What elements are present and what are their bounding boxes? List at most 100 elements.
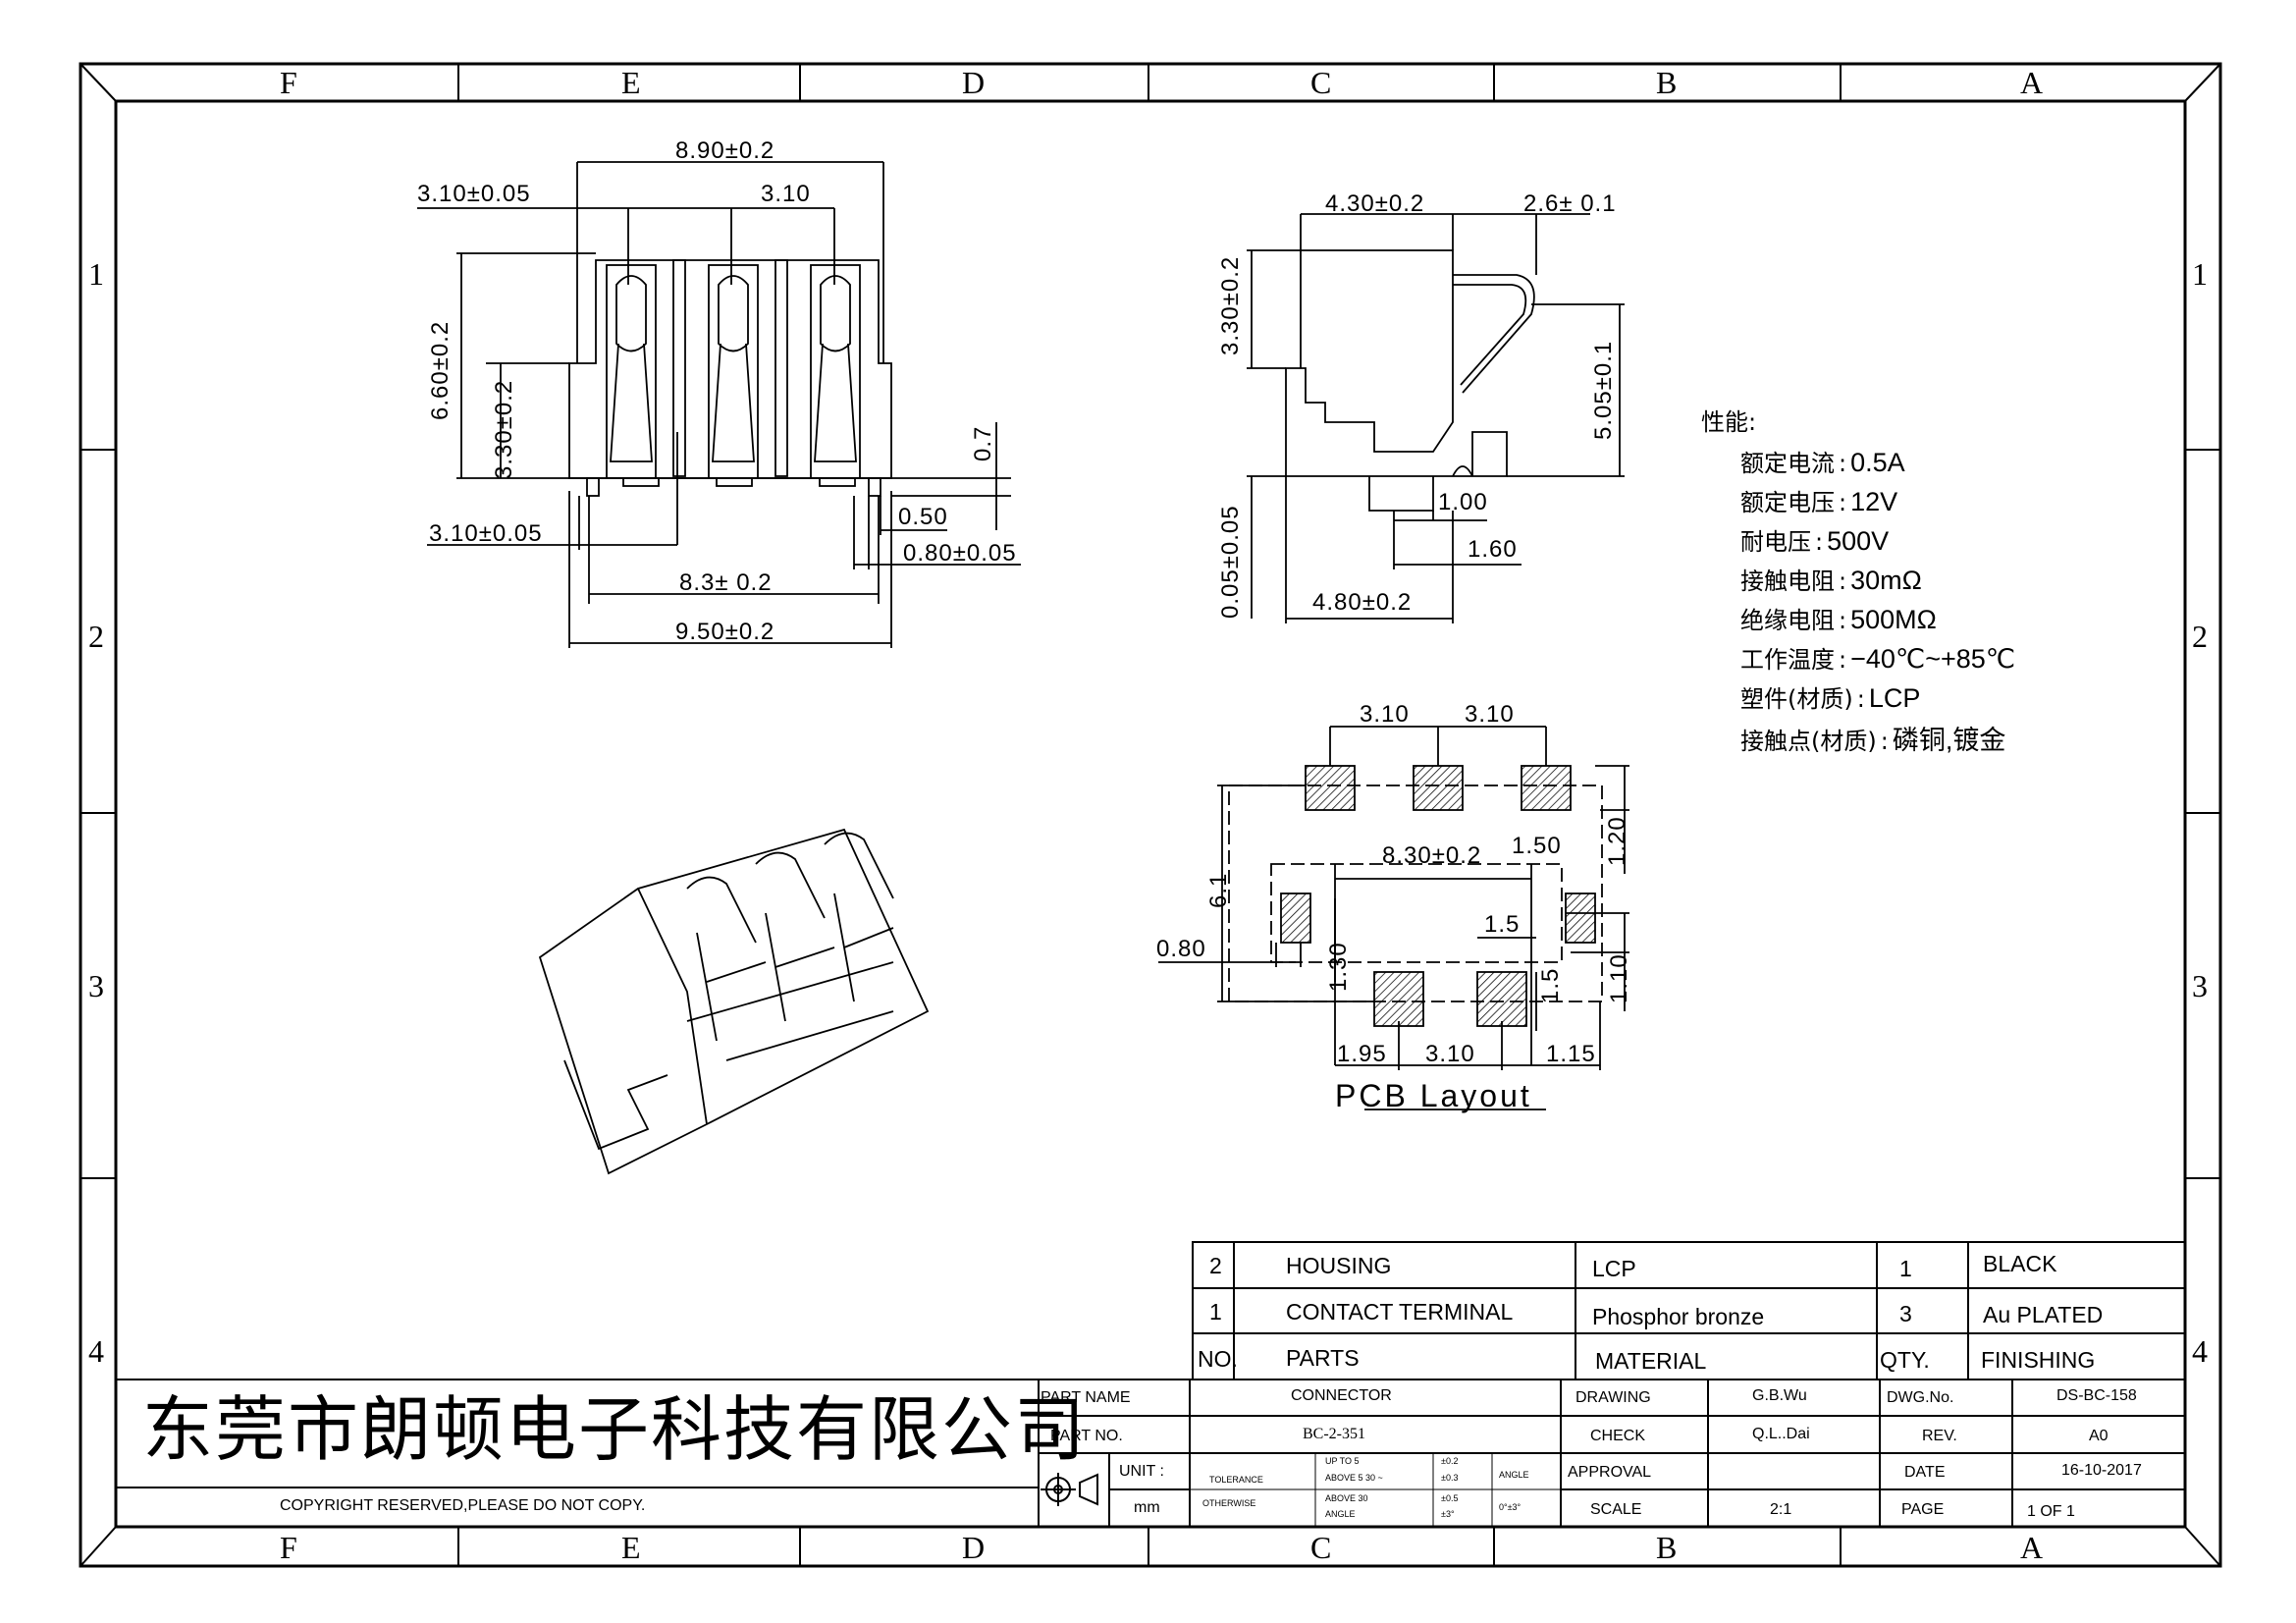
pcb-dim-pad-3: 1.5 bbox=[1484, 911, 1521, 938]
pcb-dim-width: 6.1 bbox=[1205, 872, 1232, 908]
spec-row: 工作温度:−40℃~+85℃ bbox=[1740, 640, 2015, 679]
tol-value-2: ±0.3 bbox=[1441, 1473, 1459, 1483]
inner-border bbox=[114, 99, 2187, 1529]
approval-label: APPROVAL bbox=[1568, 1464, 1652, 1481]
spec-separator: : bbox=[1856, 685, 1865, 713]
bom-row-1-finishing: Au PLATED bbox=[1983, 1302, 2104, 1327]
dim-foot-2: 1.60 bbox=[1468, 536, 1518, 563]
angle-label: ANGLE bbox=[1499, 1470, 1529, 1480]
date-label: DATE bbox=[1904, 1464, 1946, 1481]
zone-letter-top: B bbox=[1656, 65, 1678, 100]
unit-value: mm bbox=[1134, 1499, 1160, 1516]
spec-label: 额定电流 bbox=[1740, 450, 1835, 477]
spec-row: 额定电流:0.5A bbox=[1740, 444, 2015, 483]
pcb-dim-pitch-a: 3.10 bbox=[1360, 701, 1410, 728]
part-name-value: CONNECTOR bbox=[1291, 1387, 1392, 1404]
spec-row: 额定电压:12V bbox=[1740, 483, 2015, 522]
pcb-dim-offset-x: 0.80 bbox=[1156, 936, 1206, 962]
bom-header-finishing: FINISHING bbox=[1981, 1347, 2096, 1373]
bom-row-2-no: 2 bbox=[1209, 1253, 1222, 1278]
page-label: PAGE bbox=[1901, 1501, 1945, 1518]
spec-value: 0.5A bbox=[1850, 448, 1905, 477]
pcb-dim-pitch-b: 3.10 bbox=[1465, 701, 1515, 728]
spec-row: 接触点(材质):磷铜,镀金 bbox=[1740, 719, 2015, 758]
tol-value-4: ±3° bbox=[1441, 1509, 1455, 1519]
dim-foot-1: 1.00 bbox=[1438, 489, 1488, 515]
spec-row: 塑件(材质):LCP bbox=[1740, 679, 2015, 719]
spec-separator: : bbox=[1839, 646, 1847, 674]
dim-lower-height: 3.30±0.2 bbox=[491, 379, 517, 479]
bom-row-2-finishing: BLACK bbox=[1983, 1251, 2057, 1276]
spec-label: 额定电压 bbox=[1740, 489, 1835, 516]
spec-separator: : bbox=[1815, 528, 1824, 556]
zone-number-left: 2 bbox=[88, 619, 104, 654]
page-value: 1 OF 1 bbox=[2027, 1503, 2075, 1520]
bom-row-2-material: LCP bbox=[1592, 1256, 1636, 1281]
spec-row: 绝缘电阻:500MΩ bbox=[1740, 601, 2015, 640]
spec-value: 500MΩ bbox=[1850, 605, 1937, 634]
dwg-no-value: DS-BC-158 bbox=[2056, 1387, 2137, 1404]
zone-letter-bottom: D bbox=[962, 1530, 986, 1565]
date-value: 16-10-2017 bbox=[2061, 1462, 2142, 1479]
pcb-dim-pad-6: 1.10 bbox=[1606, 953, 1632, 1003]
drawing-by: G.B.Wu bbox=[1752, 1387, 1807, 1404]
zone-letter-bottom: A bbox=[2020, 1530, 2044, 1565]
spec-value: 30mΩ bbox=[1850, 566, 1922, 595]
bom-row-1-no: 1 bbox=[1209, 1299, 1222, 1325]
bom-row-1-qty: 3 bbox=[1899, 1301, 1912, 1326]
dim-height: 6.60±0.2 bbox=[427, 320, 454, 420]
tol-value-1: ±0.2 bbox=[1441, 1456, 1459, 1466]
pcb-dim-edge-right: 1.15 bbox=[1546, 1041, 1596, 1067]
dwg-no-label: DWG.No. bbox=[1887, 1389, 1954, 1406]
otherwise-label: OTHERWISE bbox=[1202, 1498, 1256, 1508]
dim-foot-gap: 0.50 bbox=[898, 504, 948, 530]
zone-letter-bottom: E bbox=[621, 1530, 641, 1565]
zone-number-right: 4 bbox=[2192, 1333, 2208, 1369]
iso-view bbox=[538, 828, 930, 1175]
spec-value: −40℃~+85℃ bbox=[1850, 644, 2016, 674]
spec-label: 接触点(材质) bbox=[1740, 728, 1877, 755]
zone-letter-top: A bbox=[2020, 65, 2044, 100]
zone-number-left: 3 bbox=[88, 968, 104, 1003]
bom-row-1-part: CONTACT TERMINAL bbox=[1286, 1299, 1514, 1325]
pcb-dim-pitch-c: 3.10 bbox=[1425, 1041, 1475, 1067]
pcb-layout-title: PCB Layout bbox=[1335, 1078, 1532, 1113]
title-block-grid bbox=[115, 1379, 2186, 1528]
dim-foot-span: 8.3± 0.2 bbox=[679, 569, 773, 596]
zone-number-left: 4 bbox=[88, 1333, 104, 1369]
rev-label: REV. bbox=[1922, 1428, 1957, 1444]
spec-separator: : bbox=[1839, 450, 1847, 477]
spec-label: 塑件(材质) bbox=[1740, 685, 1853, 713]
outer-border bbox=[79, 62, 2222, 1568]
spec-separator: : bbox=[1839, 489, 1847, 516]
bom-row-1-material: Phosphor bronze bbox=[1592, 1304, 1765, 1329]
zone-letter-bottom: B bbox=[1656, 1530, 1678, 1565]
part-no-value: BC-2-351 bbox=[1303, 1426, 1365, 1442]
zone-letter-top: E bbox=[621, 65, 641, 100]
spec-separator: : bbox=[1880, 728, 1889, 755]
spec-label: 接触电阻 bbox=[1740, 568, 1835, 595]
zone-number-left: 1 bbox=[88, 256, 104, 292]
angle-value: 0°±3° bbox=[1499, 1502, 1522, 1512]
zone-letter-top: C bbox=[1310, 65, 1332, 100]
dim-contact-offset: 2.6± 0.1 bbox=[1523, 190, 1617, 217]
zone-number-right: 2 bbox=[2192, 619, 2208, 654]
tol-range-2: ABOVE 5 30 ~ bbox=[1325, 1473, 1383, 1483]
scale-label: SCALE bbox=[1590, 1501, 1642, 1518]
bom-row-2-qty: 1 bbox=[1899, 1256, 1912, 1281]
tol-range-1: UP TO 5 bbox=[1325, 1456, 1360, 1466]
side-view bbox=[1247, 213, 1625, 623]
company-name: 东莞市朗顿电子科技有限公司 bbox=[142, 1388, 1088, 1471]
tol-range-3: ABOVE 30 bbox=[1325, 1493, 1368, 1503]
dim-foot-width: 0.80±0.05 bbox=[903, 540, 1017, 567]
dim-foot-height: 0.7 bbox=[970, 425, 996, 461]
check-label: CHECK bbox=[1590, 1428, 1646, 1444]
part-name-label: PART NAME bbox=[1041, 1389, 1131, 1406]
front-view bbox=[417, 161, 1021, 648]
dim-pitch-left: 3.10±0.05 bbox=[417, 181, 531, 207]
pcb-dim-pad-4: 1.30 bbox=[1325, 942, 1352, 992]
tolerance-label: TOLERANCE bbox=[1209, 1475, 1263, 1485]
spec-separator: : bbox=[1839, 607, 1847, 634]
